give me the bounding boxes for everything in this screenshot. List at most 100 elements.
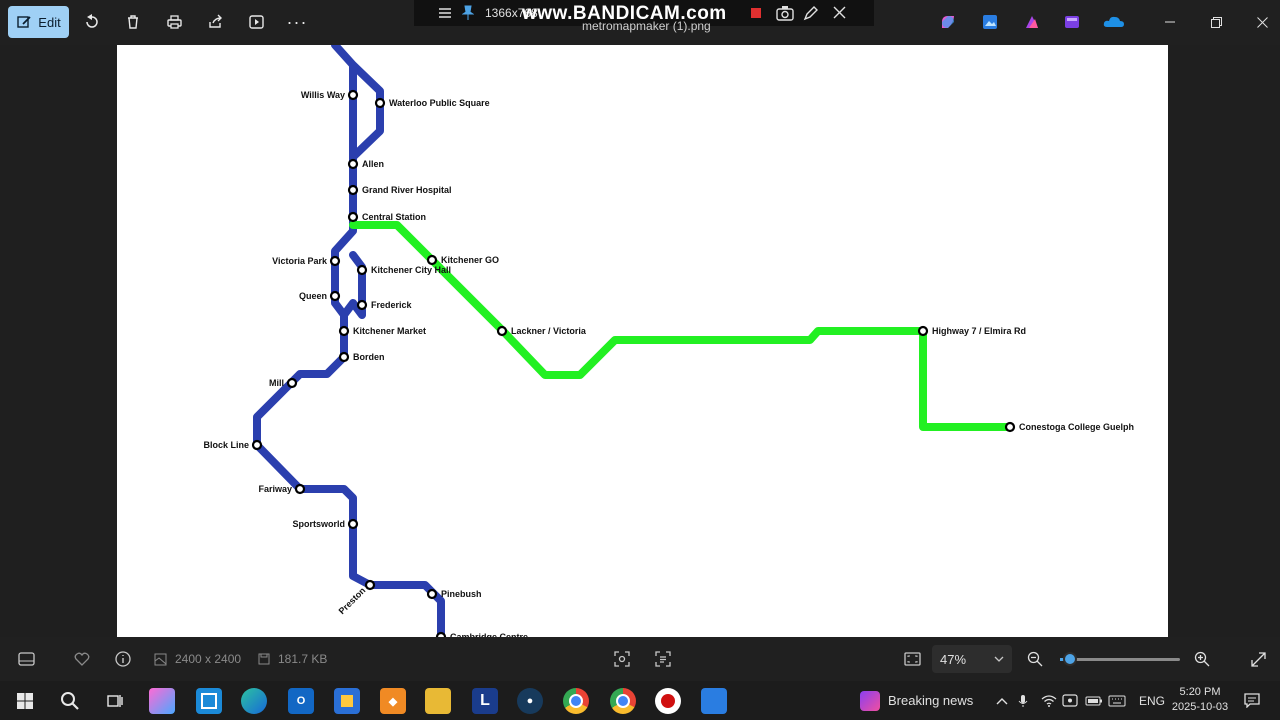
copilot-taskbar[interactable] xyxy=(149,688,175,714)
bandicam-taskbar[interactable] xyxy=(655,688,681,714)
camera-icon[interactable] xyxy=(776,5,794,21)
zoom-dropdown[interactable]: 47% xyxy=(932,645,1012,673)
battery-tray[interactable] xyxy=(1085,681,1103,720)
record-icon xyxy=(661,694,675,708)
station-label: Grand River Hospital xyxy=(362,185,452,195)
blue-station-8: Frederick xyxy=(356,299,413,311)
restore-button[interactable] xyxy=(1196,6,1236,38)
slideshow-button[interactable] xyxy=(240,6,272,38)
fullscreen-button[interactable] xyxy=(1251,637,1266,681)
zoom-out-button[interactable] xyxy=(1027,637,1043,681)
zoom-value: 47% xyxy=(940,651,967,667)
window-close-button[interactable] xyxy=(1242,6,1280,38)
blue-station-5: Victoria Park xyxy=(272,255,341,267)
wifi-tray[interactable] xyxy=(1041,681,1057,720)
system-clock[interactable]: 5:20 PM 2025-10-03 xyxy=(1170,685,1230,715)
heart-icon xyxy=(74,652,90,666)
minimize-button[interactable] xyxy=(1150,6,1190,38)
zoom-out-icon xyxy=(1027,651,1043,667)
game-app-taskbar[interactable]: ◆ xyxy=(380,688,406,714)
station-label: Borden xyxy=(353,352,385,362)
station-marker xyxy=(496,325,508,337)
task-view-button[interactable] xyxy=(102,688,128,714)
station-marker xyxy=(364,579,376,591)
minimize-icon xyxy=(1165,21,1175,23)
designer-button[interactable] xyxy=(1056,6,1088,38)
station-marker xyxy=(347,158,359,170)
copilot-button[interactable] xyxy=(932,6,964,38)
zoom-slider-track[interactable] xyxy=(1060,658,1180,661)
station-marker xyxy=(917,325,929,337)
lexicon-app-taskbar[interactable]: L xyxy=(472,688,498,714)
blue-station-1: Waterloo Public Square xyxy=(374,97,490,109)
chrome-icon xyxy=(616,694,630,708)
zoom-slider-thumb[interactable] xyxy=(1062,652,1077,666)
close-icon[interactable] xyxy=(833,6,846,19)
station-label: Kitchener Market xyxy=(353,326,426,336)
steam-icon: ● xyxy=(526,695,534,707)
zoom-in-button[interactable] xyxy=(1194,637,1210,681)
favorite-button[interactable] xyxy=(74,637,90,681)
photos-app-button[interactable] xyxy=(974,6,1006,38)
visual-search-button[interactable] xyxy=(614,637,630,681)
steam-taskbar[interactable]: ● xyxy=(517,688,543,714)
blue-station-9: Kitchener Market xyxy=(338,325,426,337)
bandicam-tray[interactable] xyxy=(1062,681,1078,720)
chrome-icon xyxy=(569,694,583,708)
language-indicator[interactable]: ENG xyxy=(1139,681,1165,720)
chrome-taskbar[interactable] xyxy=(563,688,589,714)
station-label: Conestoga College Guelph xyxy=(1019,422,1134,432)
pencil-icon[interactable] xyxy=(803,5,819,21)
station-label: Victoria Park xyxy=(272,256,328,266)
wifi-icon xyxy=(1041,694,1057,707)
clipchamp-button[interactable] xyxy=(1016,6,1048,38)
share-button[interactable] xyxy=(199,6,231,38)
scan-text-button[interactable] xyxy=(655,637,671,681)
info-button[interactable] xyxy=(115,637,131,681)
keyboard-tray[interactable] xyxy=(1108,681,1126,720)
station-label: Preston xyxy=(337,585,368,616)
start-button[interactable] xyxy=(12,688,38,714)
edge-taskbar[interactable] xyxy=(241,688,267,714)
zoom-in-icon xyxy=(1194,651,1210,667)
print-button[interactable] xyxy=(158,6,190,38)
app-taskbar[interactable] xyxy=(196,688,222,714)
station-marker xyxy=(251,439,263,451)
designer-icon xyxy=(1065,16,1079,28)
chevron-up-icon xyxy=(996,697,1008,704)
notifications-button[interactable] xyxy=(1244,681,1260,720)
filmstrip-icon xyxy=(18,652,35,666)
blue-station-3: Grand River Hospital xyxy=(347,184,452,196)
chrome-profile-taskbar[interactable] xyxy=(610,688,636,714)
restore-icon xyxy=(1210,16,1222,28)
rotate-button[interactable] xyxy=(76,6,108,38)
edit-button[interactable]: Edit xyxy=(8,6,69,38)
microphone-tray[interactable] xyxy=(1018,681,1028,720)
search-button[interactable] xyxy=(57,688,83,714)
file-explorer-taskbar[interactable] xyxy=(425,688,451,714)
store-taskbar[interactable] xyxy=(334,688,360,714)
station-label: Willis Way xyxy=(301,90,345,100)
blue-station-15: Preston xyxy=(337,579,376,616)
onedrive-button[interactable] xyxy=(1098,6,1130,38)
blue-station-0: Willis Way xyxy=(301,89,359,101)
blue-station-16: Pinebush xyxy=(426,588,482,600)
fit-to-window-button[interactable] xyxy=(904,637,921,681)
more-button[interactable]: ··· xyxy=(281,6,313,38)
stop-icon[interactable] xyxy=(750,7,762,19)
filmstrip-button[interactable] xyxy=(18,637,35,681)
show-hidden-icons[interactable] xyxy=(996,681,1008,720)
file-size: 181.7 KB xyxy=(258,637,327,681)
photos-taskbar[interactable] xyxy=(701,688,727,714)
blue-station-10: Borden xyxy=(338,351,385,363)
green-line xyxy=(349,221,1014,431)
news-widget[interactable]: Breaking news xyxy=(860,681,973,720)
delete-button[interactable] xyxy=(117,6,149,38)
station-label: Queen xyxy=(299,291,327,301)
search-icon xyxy=(61,692,79,710)
outlook-taskbar[interactable]: O xyxy=(288,688,314,714)
station-marker xyxy=(1004,421,1016,433)
